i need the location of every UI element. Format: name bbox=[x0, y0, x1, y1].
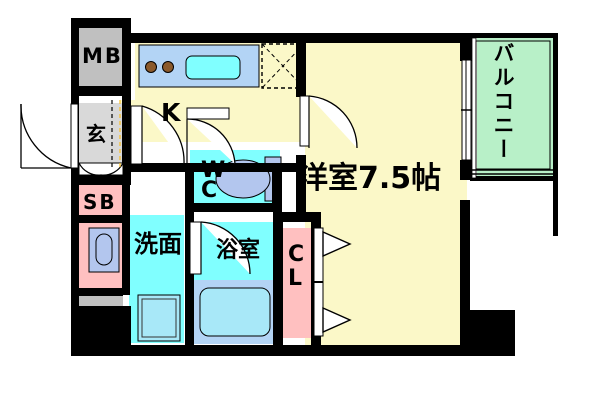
label-closet-c: C bbox=[288, 242, 305, 267]
closet-folding-door bbox=[311, 227, 352, 337]
wall-sb-right bbox=[122, 176, 130, 216]
wall-bottom bbox=[71, 345, 470, 356]
wall-top-main bbox=[122, 33, 470, 43]
wall-mb-top bbox=[71, 18, 130, 28]
label-balcony: バルコニー bbox=[491, 42, 515, 162]
main-room-fill bbox=[305, 35, 467, 345]
wall-senmen-right bbox=[185, 212, 194, 345]
fixtures bbox=[88, 43, 305, 344]
wall-genkan-right bbox=[122, 96, 131, 174]
balcony-sliding-door bbox=[461, 37, 477, 179]
balcony-fill bbox=[477, 38, 555, 178]
label-closet-l: L bbox=[288, 266, 303, 291]
wall-balcony-corner-bl bbox=[460, 160, 472, 180]
stove-burner-right bbox=[162, 61, 174, 73]
label-toilet-w: W bbox=[201, 158, 226, 183]
wall-mb-right bbox=[122, 18, 131, 96]
wc-door bbox=[186, 107, 236, 165]
wall-right-outer bbox=[553, 176, 558, 236]
wall-balcony-corner-tl bbox=[460, 33, 472, 61]
wall-bath-right bbox=[273, 212, 283, 345]
wall-sb-bottom bbox=[79, 215, 123, 223]
wall-kitchen-room-partition bbox=[185, 163, 305, 172]
label-main-room: 洋室7.5帖 bbox=[298, 161, 442, 196]
label-kitchen: K bbox=[161, 98, 181, 127]
doors bbox=[20, 37, 553, 337]
wall-closet-top bbox=[273, 212, 321, 222]
front-door bbox=[20, 103, 79, 169]
washing-machine-pan bbox=[137, 294, 181, 342]
wall-wc-right bbox=[272, 163, 282, 211]
sb-fill bbox=[78, 185, 123, 215]
genkan-step bbox=[111, 100, 121, 168]
wall-bottom-right-block bbox=[460, 310, 515, 356]
balcony-inner-outline bbox=[475, 40, 551, 170]
label-entrance: 玄 bbox=[86, 122, 106, 146]
genkan-fill bbox=[78, 103, 123, 168]
label-meter-box: MB bbox=[82, 44, 123, 68]
wall-main-room-left-top bbox=[296, 43, 306, 97]
wall-alcove-bottom bbox=[79, 288, 123, 296]
label-bathroom: 浴室 bbox=[216, 238, 261, 263]
label-toilet-c: C bbox=[201, 178, 218, 203]
balcony-rail bbox=[472, 169, 553, 175]
label-shoe-box: SB bbox=[83, 190, 117, 214]
wall-mb-left bbox=[71, 18, 79, 96]
walls bbox=[71, 18, 558, 356]
wall-mb-bottom bbox=[71, 86, 131, 96]
label-washroom: 洗面 bbox=[134, 230, 182, 258]
bathroom-door bbox=[189, 221, 251, 275]
bathtub bbox=[199, 287, 271, 337]
wall-washbasin-right bbox=[122, 215, 130, 295]
wall-right-lower bbox=[460, 200, 470, 345]
wall-left-lower bbox=[71, 176, 79, 356]
mb-fill bbox=[78, 28, 123, 86]
wall-kitchen-bottom-strip bbox=[130, 163, 190, 172]
wall-room-left-mid bbox=[296, 155, 306, 215]
stove-burner-left bbox=[145, 61, 157, 73]
wall-sb-top bbox=[71, 176, 131, 185]
kitchen-entry-door bbox=[130, 105, 185, 165]
wall-wc-bottom bbox=[185, 203, 282, 212]
wall-wc-left bbox=[185, 163, 194, 211]
room-entry-door bbox=[299, 95, 358, 149]
wall-balcony-right bbox=[553, 33, 558, 181]
washbasin bbox=[88, 227, 120, 273]
pipe-shaft-fill bbox=[78, 295, 123, 307]
wall-balcony-bottom bbox=[470, 176, 558, 181]
wall-balcony-top bbox=[470, 33, 558, 38]
kitchen-sink bbox=[185, 55, 241, 80]
